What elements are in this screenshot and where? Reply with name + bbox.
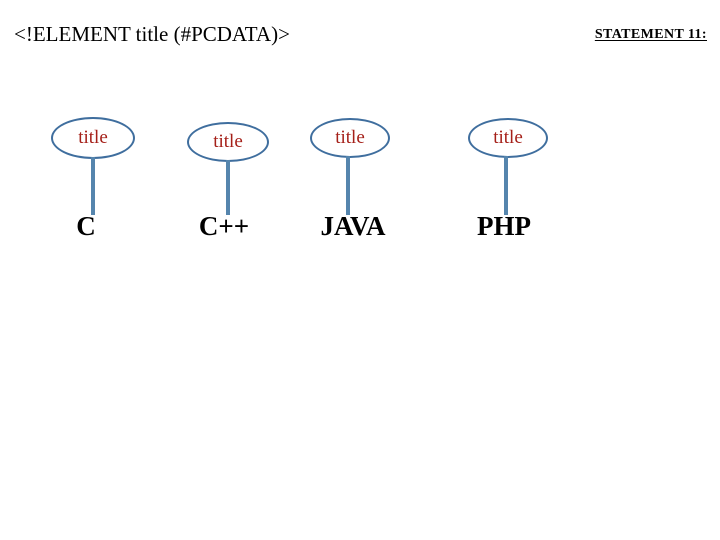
statement-number-label: STATEMENT 11: [594, 27, 707, 42]
element-ellipse-4[interactable]: title [468, 118, 548, 158]
leaf-label-1: C [76, 211, 96, 241]
connector-line-1 [91, 157, 95, 215]
element-ellipse-1[interactable]: title [51, 117, 135, 159]
element-ellipse-label-4: title [493, 126, 523, 148]
leaf-label-4: PHP [477, 211, 531, 241]
connector-line-4 [504, 156, 508, 215]
element-ellipse-2[interactable]: title [187, 122, 269, 162]
element-ellipse-label-1: title [78, 126, 108, 148]
leaf-label-3: JAVA [320, 211, 386, 241]
element-ellipse-label-2: title [213, 130, 243, 152]
leaf-label-2: C++ [198, 211, 250, 241]
connector-line-2 [226, 160, 230, 215]
element-ellipse-3[interactable]: title [310, 118, 390, 158]
connector-line-3 [346, 156, 350, 215]
element-ellipse-label-3: title [335, 126, 365, 148]
dtd-element-declaration: <!ELEMENT title (#PCDATA)> [14, 22, 290, 46]
